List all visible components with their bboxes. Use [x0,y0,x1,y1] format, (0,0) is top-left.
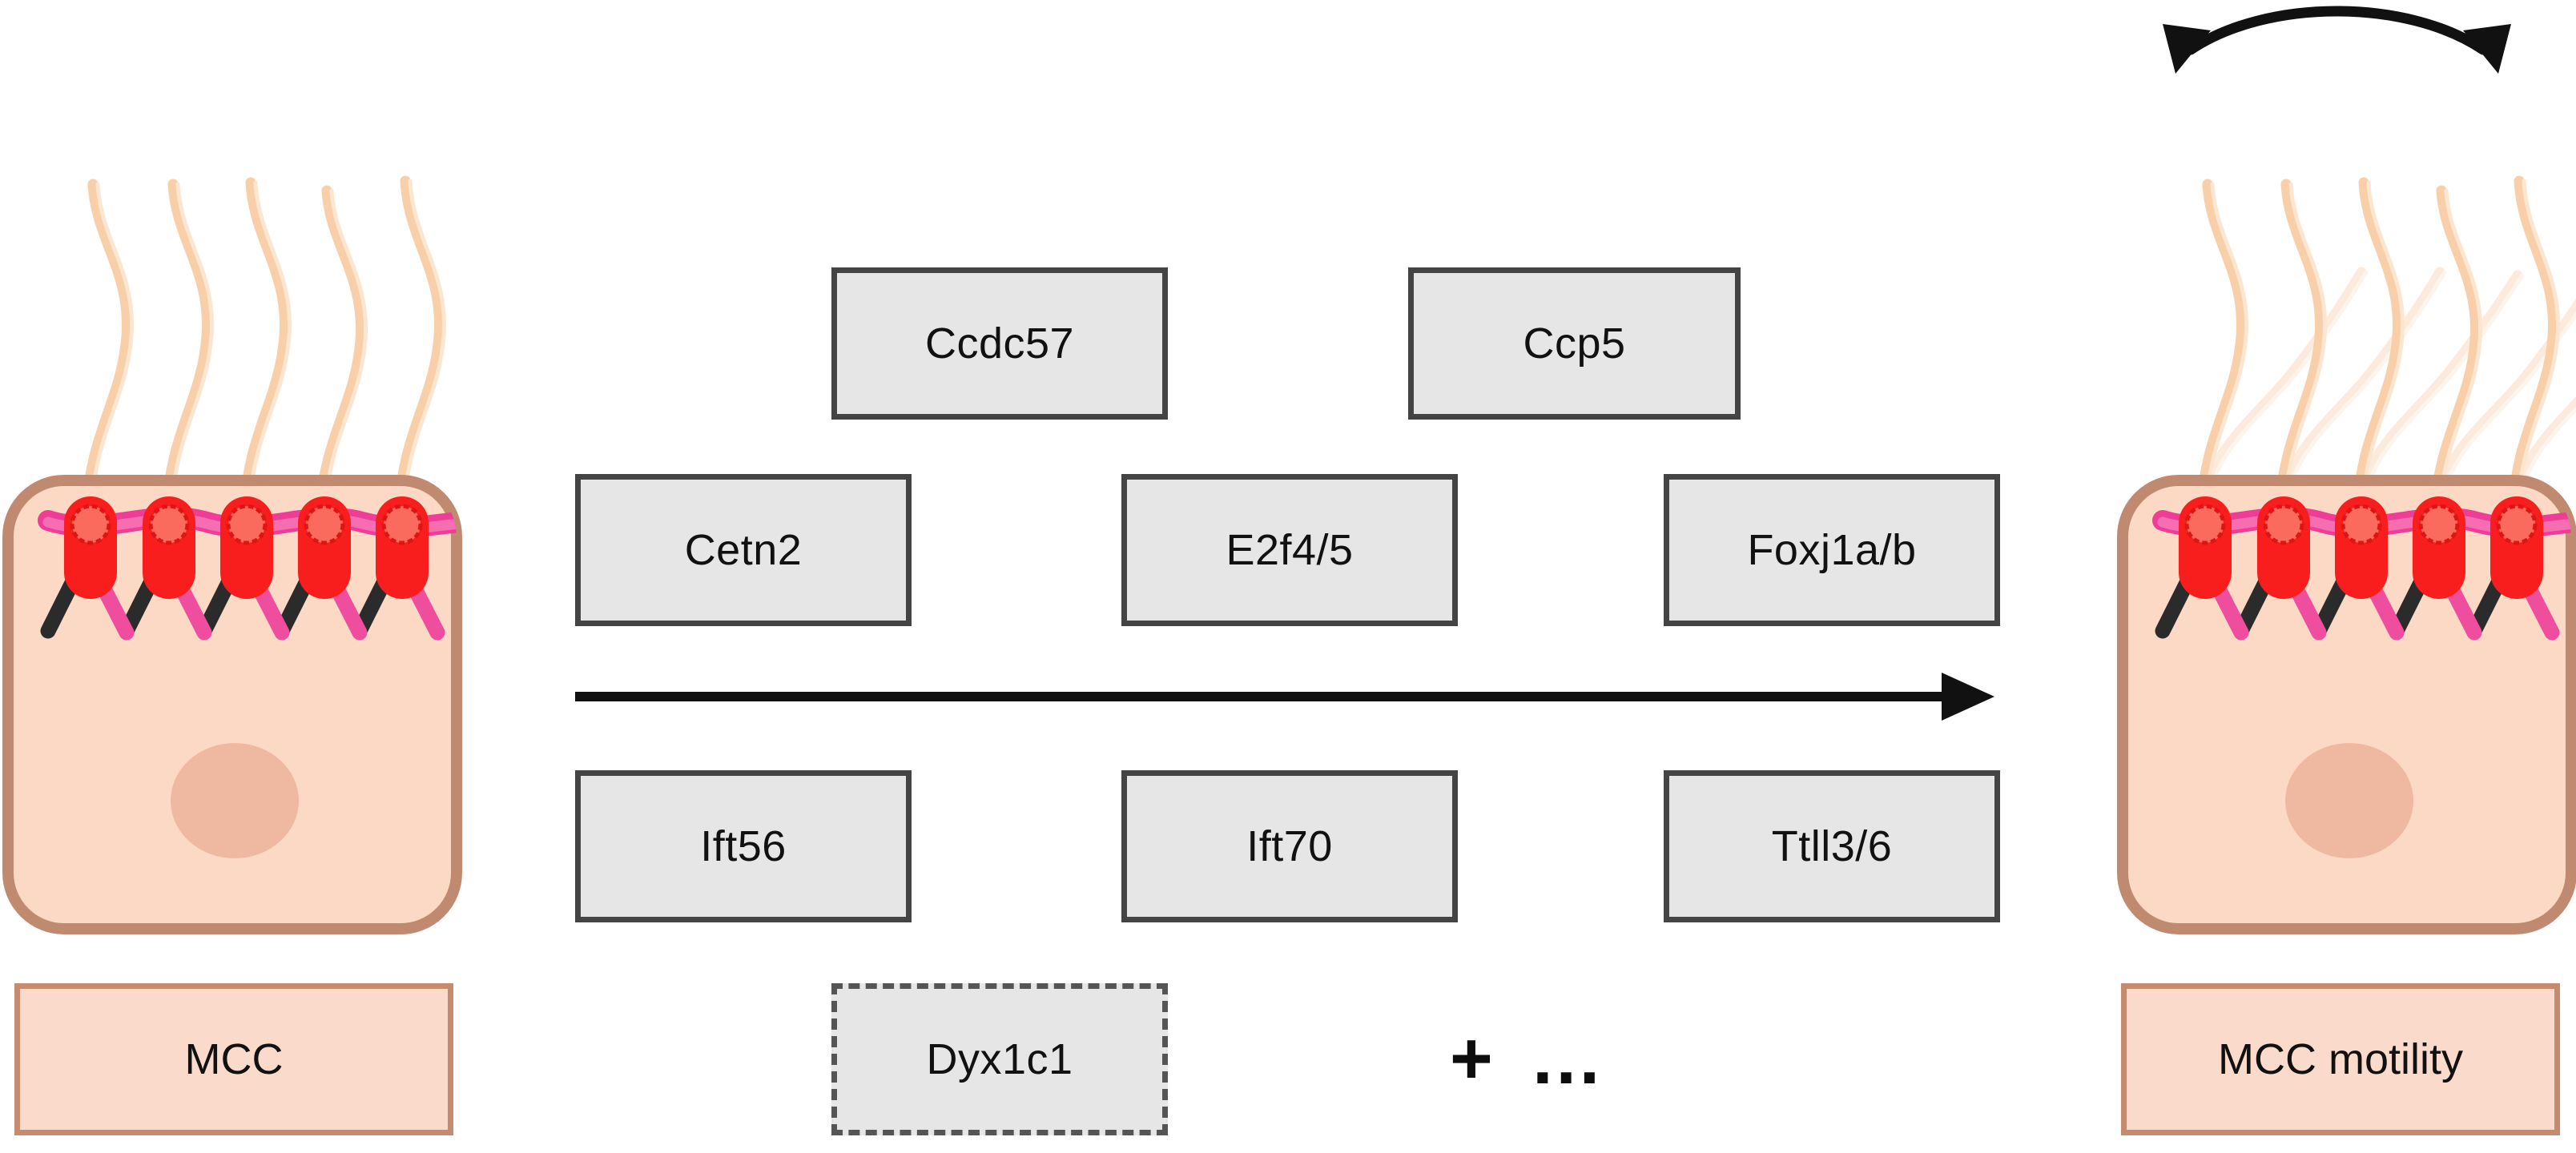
right-cell-body [2117,475,2576,934]
gene-box-ift56[interactable]: Ift56 [575,770,912,922]
gene-box-dyx1c1[interactable]: Dyx1c1 [831,983,1168,1135]
gene-box-ift70[interactable]: Ift70 [1121,770,1458,922]
left-basal-bodies [64,496,429,599]
gene-box-ttll36[interactable]: Ttll3/6 [1664,770,2000,922]
plus-more-label: + … [1450,1018,1612,1099]
differentiation-arrow [575,673,1994,721]
gene-box-cetn2[interactable]: Cetn2 [575,474,912,626]
label-box-mcc[interactable]: MCC [14,983,453,1135]
ciliary-beat-double-arrow [2163,6,2511,74]
left-cilia-group [81,175,447,518]
right-basal-bodies [2179,496,2543,599]
gene-box-ccp5[interactable]: Ccp5 [1408,267,1741,420]
right-cell-nucleus [2285,743,2413,858]
gene-box-foxj1ab[interactable]: Foxj1a/b [1664,474,2000,626]
right-cilia-group [2196,175,2561,518]
label-box-mcc-motility[interactable]: MCC motility [2121,983,2560,1135]
right-ghost-cilia-group [2196,267,2576,518]
left-cell-body [2,475,462,934]
left-cell-nucleus [171,743,299,858]
gene-box-ccdc57[interactable]: Ccdc57 [831,267,1168,420]
gene-box-e2f45[interactable]: E2f4/5 [1121,474,1458,626]
